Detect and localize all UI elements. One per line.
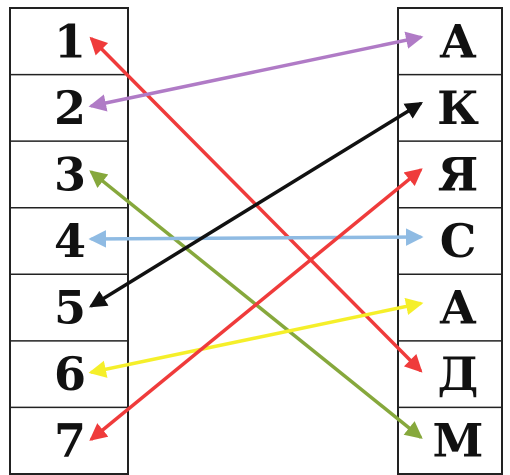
left-cell-label-2: 2 — [54, 81, 86, 135]
right-cell-label-3: Я — [438, 147, 479, 201]
connection-arrow-4-to-4 — [88, 228, 424, 248]
left-column: 1 2 3 4 5 6 7 — [9, 7, 129, 475]
left-cell-label-5: 5 — [54, 281, 86, 335]
left-cell-label-4: 4 — [54, 214, 86, 268]
left-cell-label-7: 7 — [54, 414, 86, 468]
left-cell-label-3: 3 — [54, 147, 86, 201]
right-cell-label-7: М — [433, 414, 484, 468]
connection-arrow-7-to-3 — [89, 168, 423, 441]
connection-arrow-6-to-5 — [88, 297, 424, 378]
left-cell-label-1: 1 — [54, 14, 86, 68]
connection-arrow-5-to-2 — [89, 102, 423, 308]
right-cell-label-1: А — [439, 14, 477, 68]
right-cell-label-6: Д — [438, 347, 479, 401]
right-cell-label-4: С — [440, 214, 477, 268]
connection-arrow-2-to-1 — [88, 31, 424, 112]
right-cell-label-2: К — [437, 81, 479, 135]
left-cell-label-6: 6 — [54, 347, 86, 401]
right-cell-label-5: А — [439, 281, 477, 335]
connection-arrows — [88, 31, 424, 441]
